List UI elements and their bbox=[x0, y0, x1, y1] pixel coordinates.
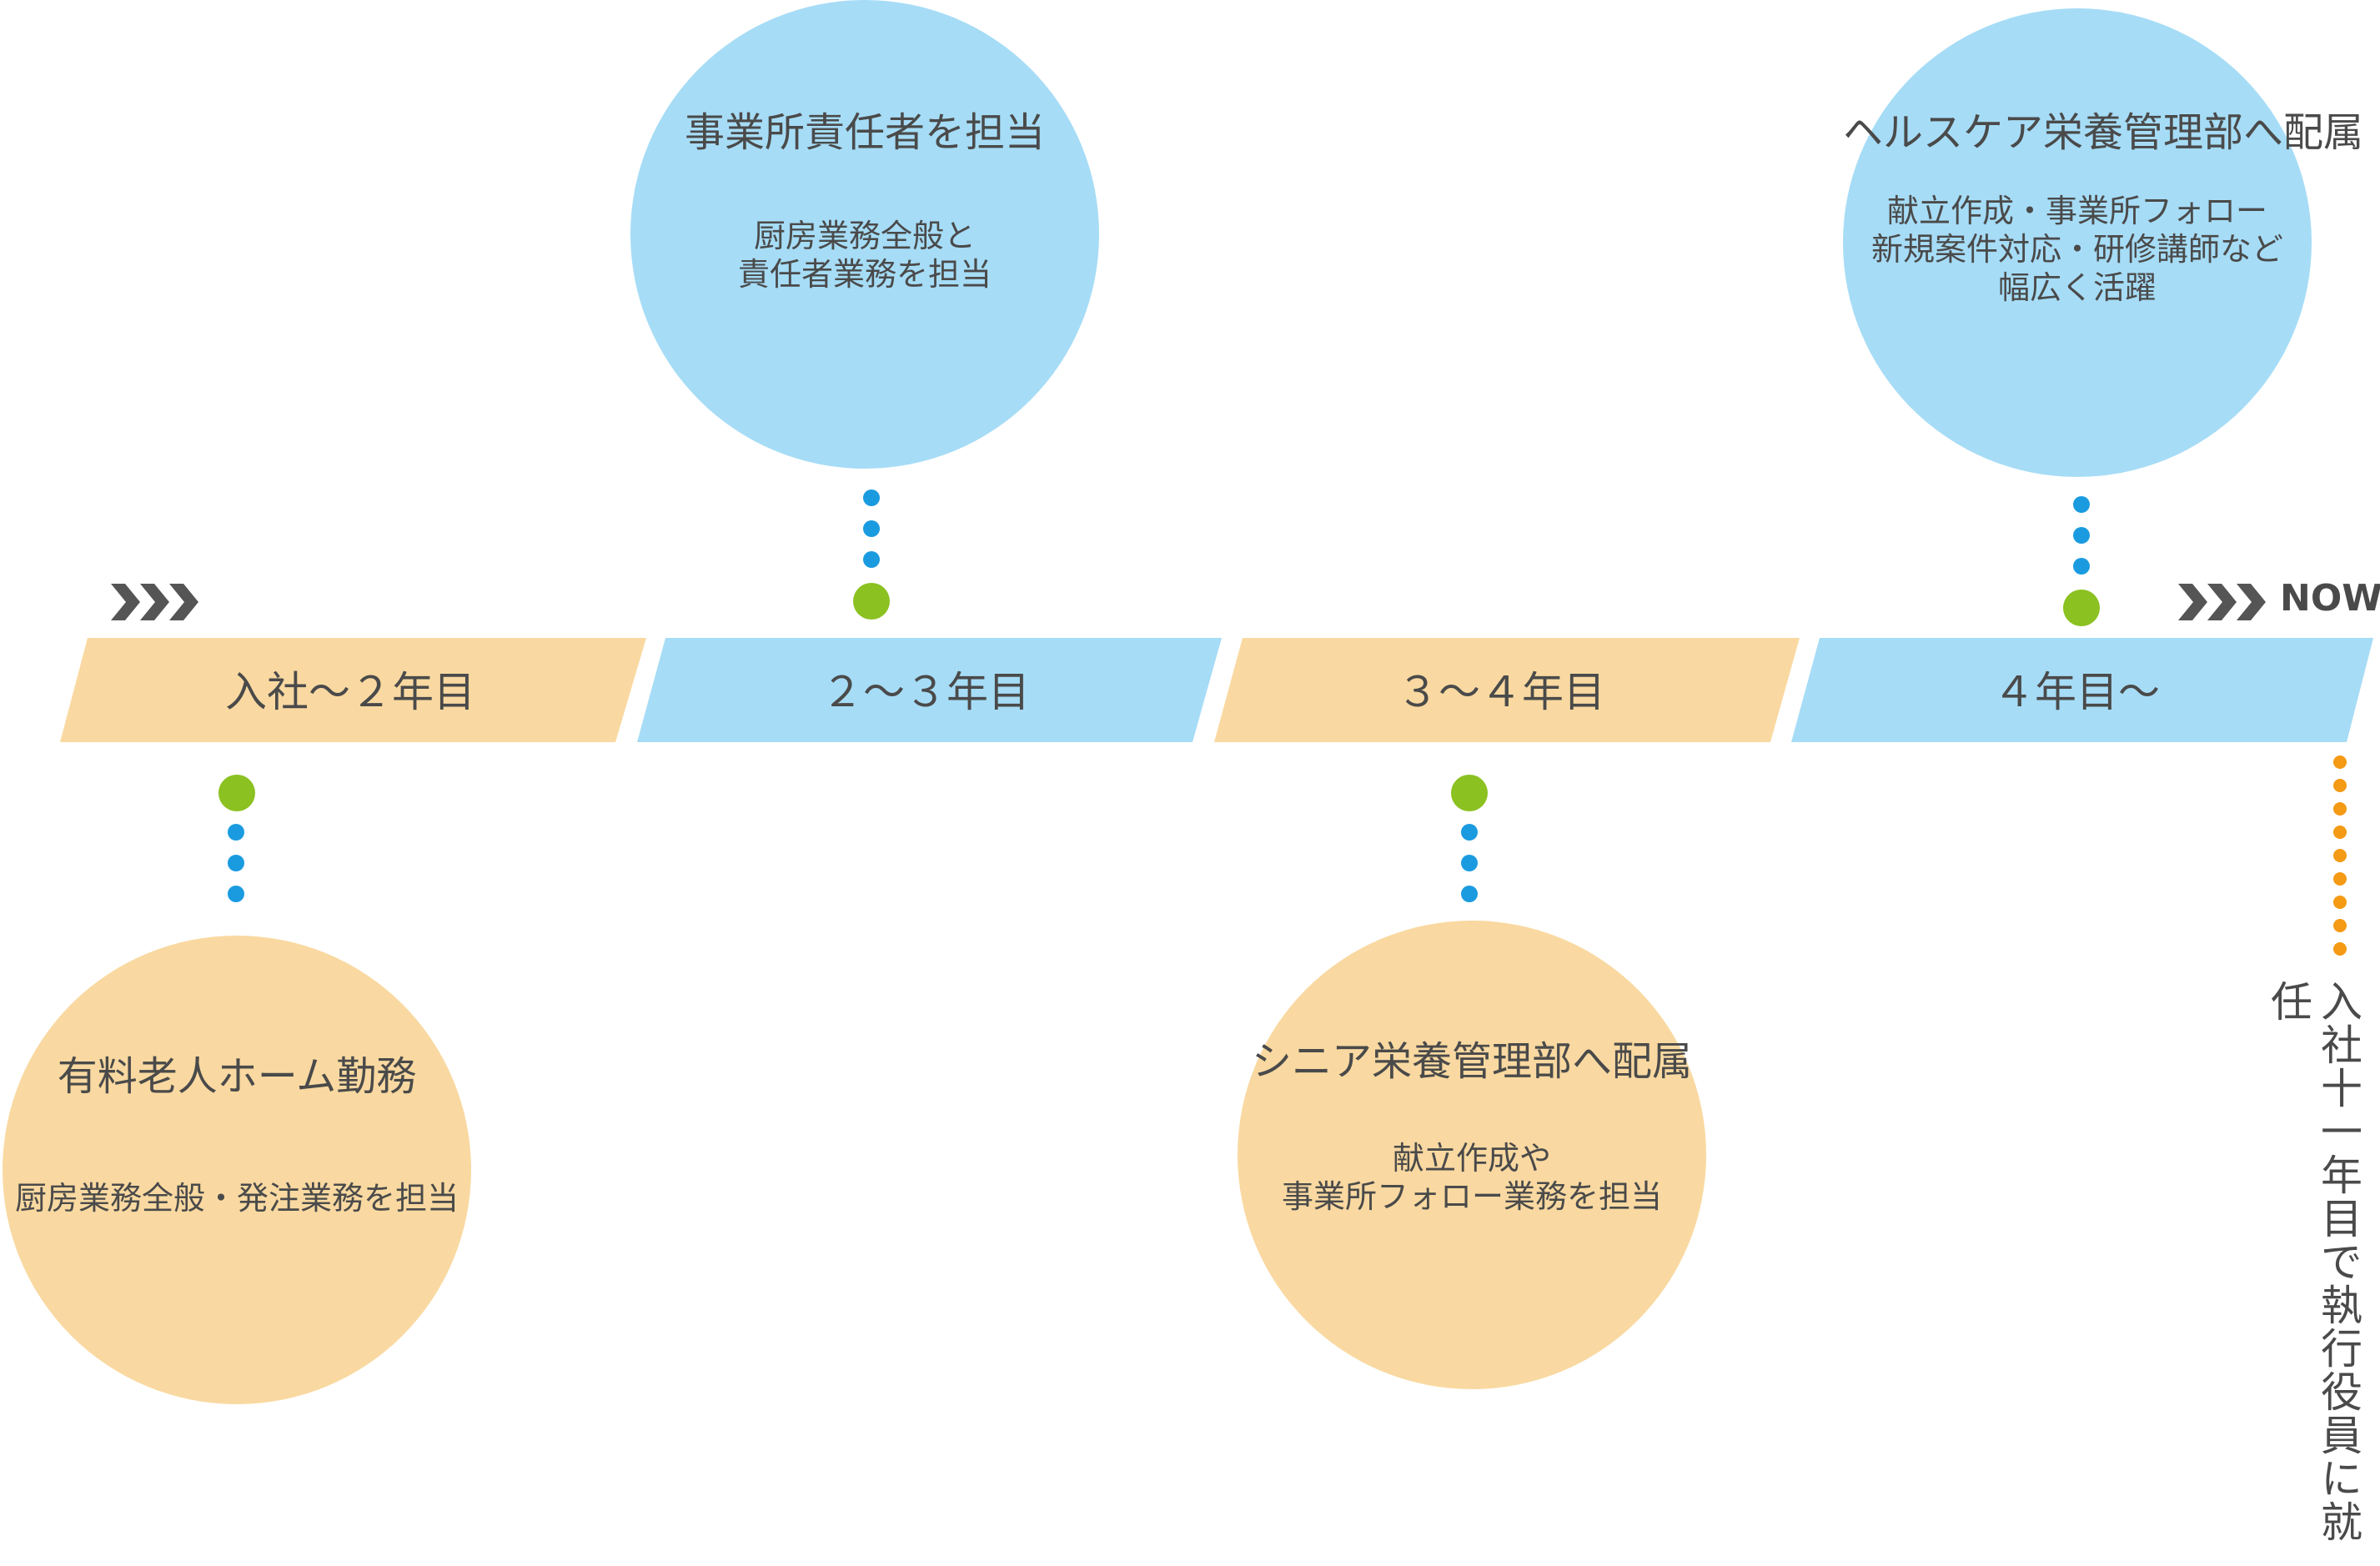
connector-dot-orange bbox=[2333, 872, 2347, 886]
connector-dot bbox=[228, 824, 244, 841]
connector-dot-orange bbox=[2333, 942, 2347, 956]
connector-dot-orange bbox=[2333, 779, 2347, 792]
final-note: 入社十一年目で執行役員に就任 bbox=[2264, 980, 2362, 1543]
event-3-desc-line-2: 事業所フォロー業務を担当 bbox=[1281, 1178, 1662, 1215]
event-3-desc-line-1: 献立作成や bbox=[1392, 1140, 1551, 1177]
stage-label-2: ２〜３年目 bbox=[821, 668, 1030, 716]
event-4-desc-line-2: 新規案件対応・研修講師など bbox=[1870, 231, 2283, 268]
stage-band-2 bbox=[637, 638, 1222, 742]
event-1-marker bbox=[218, 775, 255, 811]
now-label: NOW bbox=[2280, 577, 2380, 620]
connector-dot bbox=[2073, 496, 2090, 513]
connector-dot bbox=[1461, 824, 1478, 841]
chevrons-left-icon bbox=[111, 584, 198, 620]
event-3-bubble: シニア栄養管理部へ配属 献立作成や 事業所フォロー業務を担当 bbox=[1238, 921, 1706, 1389]
event-1-bubble: 有料老人ホーム勤務 厨房業務全般・発注業務を担当 bbox=[3, 936, 471, 1404]
connector-dot bbox=[228, 886, 244, 902]
connector-dot-orange bbox=[2333, 919, 2347, 932]
connector-dot bbox=[863, 520, 880, 537]
event-4-bubble: ヘルスケア栄養管理部へ配属 献立作成・事業所フォロー 新規案件対応・研修講師など… bbox=[1843, 8, 2364, 477]
event-2-desc-line-2: 責任者業務を担当 bbox=[737, 256, 992, 293]
connector-dot bbox=[2073, 527, 2090, 544]
stage-label-1: 入社〜２年目 bbox=[225, 668, 475, 716]
event-1-title: 有料老人ホーム勤務 bbox=[57, 1053, 417, 1100]
event-3-marker bbox=[1451, 775, 1488, 811]
connector-dot-orange bbox=[2333, 896, 2347, 909]
connector-dot bbox=[1461, 886, 1478, 902]
stage-label-3: ３〜４年目 bbox=[1397, 668, 1605, 716]
event-4-desc-line-1: 献立作成・事業所フォロー bbox=[1886, 193, 2267, 229]
event-2-bubble: 事業所責任者を担当 厨房業務全般と 責任者業務を担当 bbox=[630, 0, 1099, 469]
event-4-marker bbox=[2063, 590, 2100, 626]
event-1-desc-line-1: 厨房業務全般・発注業務を担当 bbox=[14, 1180, 459, 1217]
connector-dot-orange bbox=[2333, 826, 2347, 839]
stage-band-3 bbox=[1214, 638, 1800, 742]
event-2-desc-line-1: 厨房業務全般と bbox=[753, 218, 976, 254]
event-4-desc-line-3: 幅広く活躍 bbox=[1997, 269, 2157, 306]
connector-dot bbox=[2073, 558, 2090, 575]
connector-dot-orange bbox=[2333, 849, 2347, 862]
chevrons-right-icon bbox=[2178, 584, 2266, 620]
stage-band-1 bbox=[60, 638, 646, 742]
connector-dot-orange bbox=[2333, 755, 2347, 769]
connector-dot bbox=[863, 489, 880, 506]
event-2-title: 事業所責任者を担当 bbox=[684, 109, 1045, 156]
connector-dot bbox=[228, 855, 244, 871]
event-2-marker bbox=[853, 583, 890, 620]
event-3-title: シニア栄養管理部へ配属 bbox=[1251, 1038, 1692, 1085]
connector-dot bbox=[863, 551, 880, 568]
stage-label-4: ４年目〜 bbox=[1993, 668, 2160, 716]
connector-dot bbox=[1461, 855, 1478, 871]
connector-dot-orange bbox=[2333, 802, 2347, 816]
event-4-title: ヘルスケア栄養管理部へ配属 bbox=[1843, 109, 2364, 156]
stage-band-4 bbox=[1791, 638, 2373, 742]
